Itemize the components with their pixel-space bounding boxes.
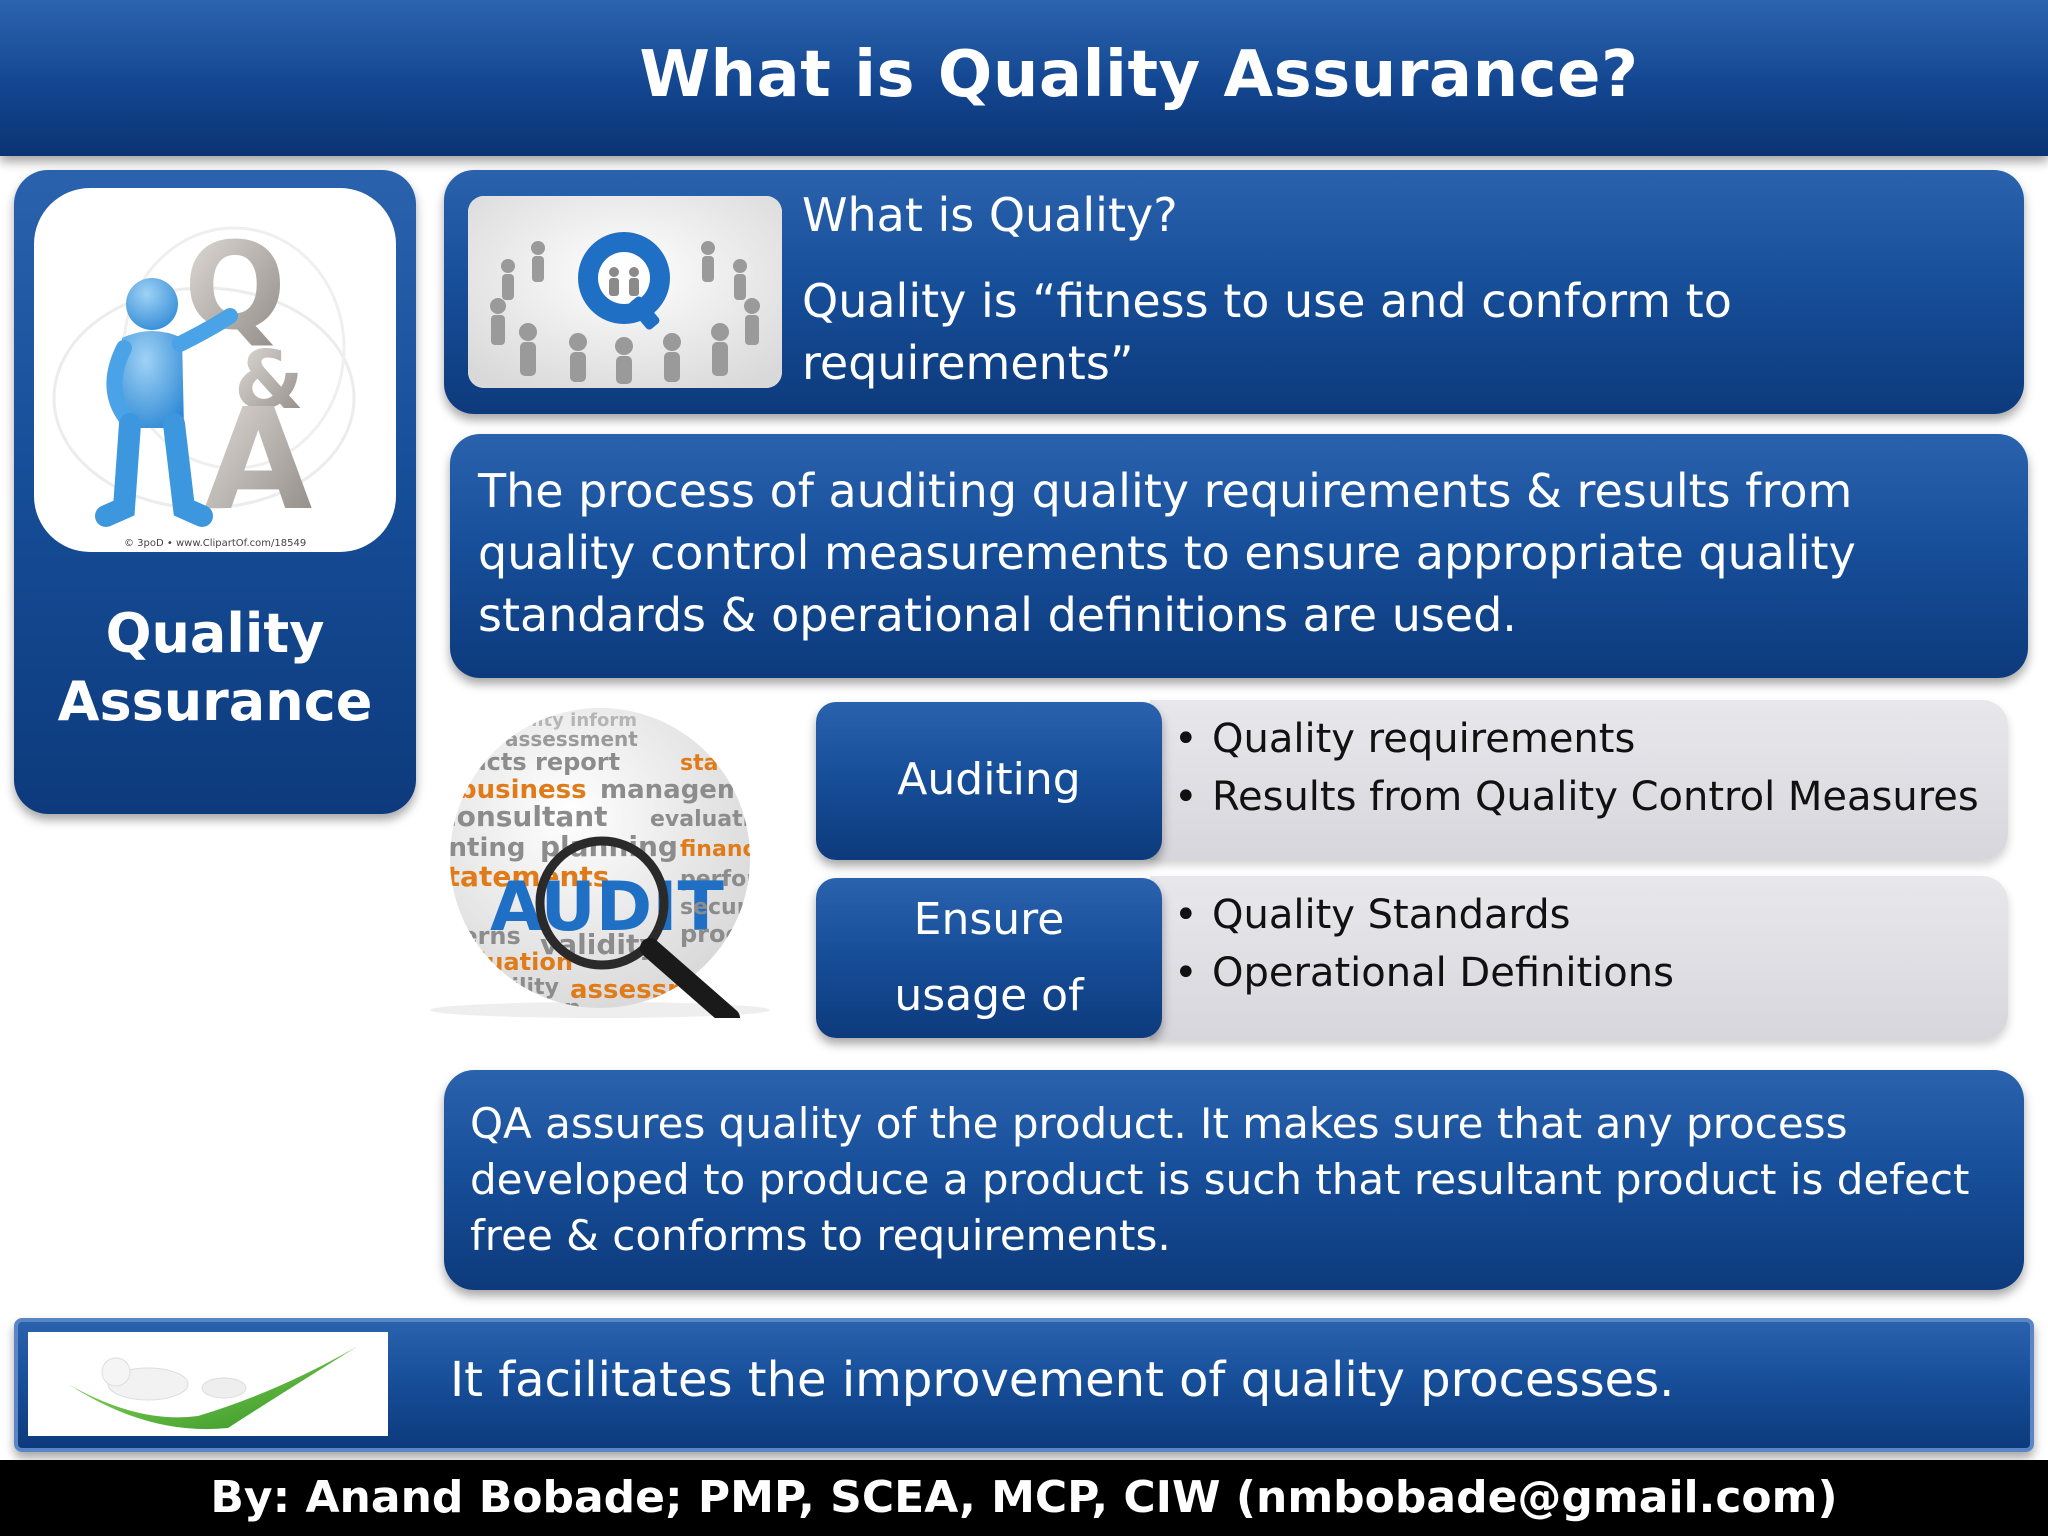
- list-item: •Quality requirements: [1174, 716, 1636, 762]
- svg-text:status: status: [680, 751, 758, 776]
- svg-text:performance: performance: [680, 867, 822, 892]
- ensure-label-line-1: Ensure: [913, 894, 1065, 945]
- people-circle-icon: [468, 196, 782, 388]
- auditing-list: •Quality requirements •Results from Qual…: [1174, 710, 1979, 826]
- audit-sphere-image: ability inform on assessment facts repor…: [430, 698, 822, 1028]
- svg-text:A: A: [204, 379, 312, 542]
- ensure-list: •Quality Standards •Operational Definiti…: [1174, 886, 1674, 1002]
- svg-text:evaluation: evaluation: [430, 948, 573, 976]
- caption-line-2: Assurance: [57, 670, 373, 733]
- auditing-items-box: •Quality requirements •Results from Qual…: [1150, 700, 2008, 860]
- svg-text:management: management: [600, 775, 793, 805]
- svg-text:unting: unting: [430, 833, 525, 863]
- list-item: •Operational Definitions: [1174, 950, 1674, 996]
- image-credit: © 3poD • www.ClipartOf.com/18549: [124, 538, 306, 549]
- svg-text:consultant: consultant: [440, 800, 608, 833]
- quality-team-image: [468, 196, 782, 388]
- svg-text:business: business: [458, 775, 587, 805]
- auditing-label: Auditing: [897, 754, 1081, 805]
- svg-text:financial: financial: [680, 837, 785, 862]
- ensure-usage-label-box: Ensure usage of: [816, 878, 1162, 1038]
- list-item: •Results from Quality Control Measures: [1174, 774, 1979, 820]
- author-credit: By: Anand Bobade; PMP, SCEA, MCP, CIW (n…: [210, 1472, 1838, 1523]
- checkmark-figure-image: [28, 1332, 388, 1436]
- auditing-label-box: Auditing: [816, 702, 1162, 860]
- ensure-items-box: •Quality Standards •Operational Definiti…: [1150, 876, 2008, 1040]
- svg-text:security: security: [680, 895, 780, 920]
- audit-magnifier-icon: ability inform on assessment facts repor…: [430, 708, 822, 1028]
- footer-bar: By: Anand Bobade; PMP, SCEA, MCP, CIW (n…: [0, 1460, 2048, 1536]
- svg-text:&: &: [234, 334, 304, 427]
- improvement-text: It facilitates the improvement of qualit…: [450, 1352, 1675, 1408]
- checkmark-icon: [68, 1346, 358, 1430]
- qa-figure-icon: Q & A © 3poD • www.ClipartOf.com/18549: [52, 218, 356, 549]
- qa-figure-image: Q & A © 3poD • www.ClipartOf.com/18549: [34, 188, 396, 552]
- panel-caption: Quality Assurance: [14, 600, 416, 736]
- list-item: •Quality Standards: [1174, 892, 1571, 938]
- caption-line-1: Quality: [105, 602, 325, 665]
- process-definition-box: The process of auditing quality requirem…: [450, 434, 2028, 678]
- title-bar: What is Quality Assurance?: [0, 0, 2048, 156]
- quality-definition: Quality is “fitness to use and conform t…: [802, 274, 1732, 390]
- svg-text:ncerns: ncerns: [430, 922, 521, 950]
- qa-summary-box: QA assures quality of the product. It ma…: [444, 1070, 2024, 1290]
- process-definition-text: The process of auditing quality requirem…: [478, 464, 1856, 642]
- svg-text:evaluation: evaluation: [650, 807, 781, 832]
- qa-summary-text: QA assures quality of the product. It ma…: [470, 1099, 1970, 1260]
- slide-title: What is Quality Assurance?: [639, 38, 1639, 112]
- svg-text:statements: statements: [430, 860, 609, 893]
- quality-question: What is Quality?: [802, 188, 1178, 242]
- svg-text:facts report: facts report: [460, 748, 620, 776]
- ensure-label-line-2: usage of: [894, 970, 1084, 1021]
- svg-text:AUDIT: AUDIT: [490, 868, 724, 947]
- svg-text:reliability: reliability: [440, 975, 559, 1000]
- svg-text:process: process: [680, 920, 785, 948]
